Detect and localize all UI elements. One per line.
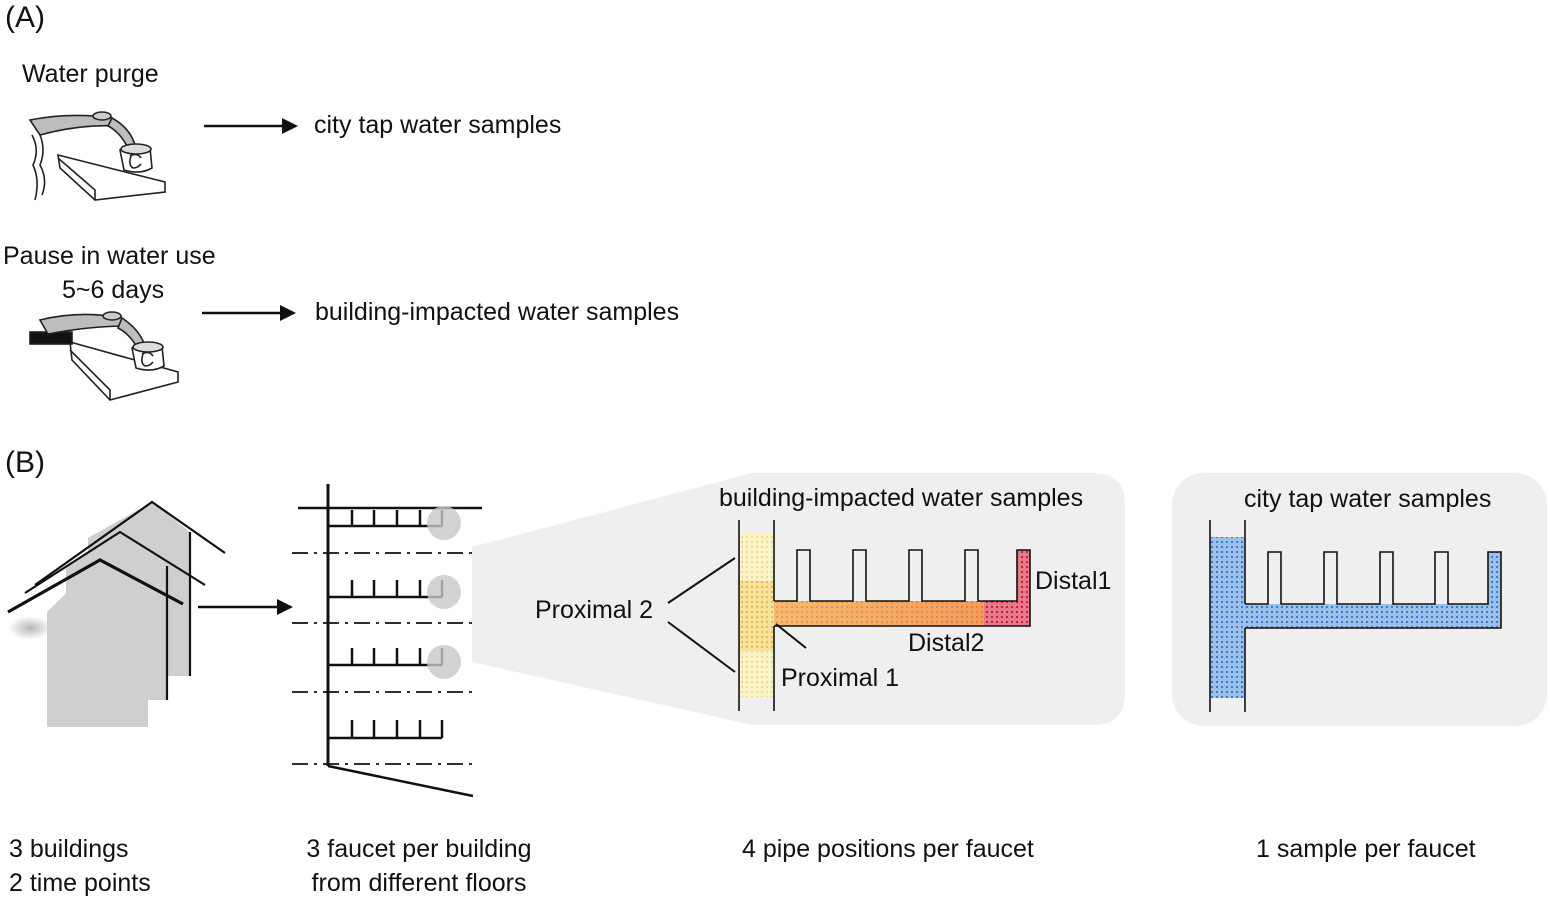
caption-pipe-positions: 4 pipe positions per faucet: [742, 835, 1034, 863]
distal-2-label: Distal2: [908, 629, 985, 657]
building-floors-diagram: [292, 484, 482, 798]
faucet-paused-icon: [29, 311, 179, 401]
arrow-to-building-samples: [202, 305, 296, 321]
caption-faucets-2: from different floors: [311, 869, 527, 897]
city-panel-title: city tap water samples: [1244, 485, 1492, 513]
city-tap-panel: [1172, 473, 1547, 726]
panel-a-label: (A): [5, 1, 45, 34]
faucet-running-icon: [28, 111, 166, 201]
building-panel-title: building-impacted water samples: [719, 484, 1084, 512]
building-impacted-samples-label: building-impacted water samples: [315, 298, 680, 326]
pause-title: Pause in water use: [3, 242, 216, 270]
caption-faucets-1: 3 faucet per building: [306, 835, 532, 863]
buildings-icon: [7, 500, 226, 727]
caption-city-sample: 1 sample per faucet: [1256, 835, 1476, 863]
arrow-buildings-to-floors: [198, 599, 293, 615]
caption-buildings-1: 3 buildings: [9, 835, 129, 863]
building-impacted-zoom-panel: [472, 473, 1125, 725]
faucet-highlight-floor2: [427, 575, 461, 609]
faucet-highlight-floor3: [427, 645, 461, 679]
arrow-to-city-samples: [204, 118, 298, 134]
panel-b-label: (B): [5, 446, 45, 479]
proximal-2-label: Proximal 2: [535, 596, 654, 624]
city-tap-samples-label: city tap water samples: [314, 111, 562, 139]
water-purge-title: Water purge: [22, 60, 159, 88]
distal-1-label: Distal1: [1035, 567, 1112, 595]
caption-buildings-2: 2 time points: [9, 869, 151, 897]
pause-duration: 5~6 days: [62, 276, 165, 304]
proximal-1-label: Proximal 1: [781, 664, 900, 692]
faucet-highlight-floor1: [427, 506, 461, 540]
